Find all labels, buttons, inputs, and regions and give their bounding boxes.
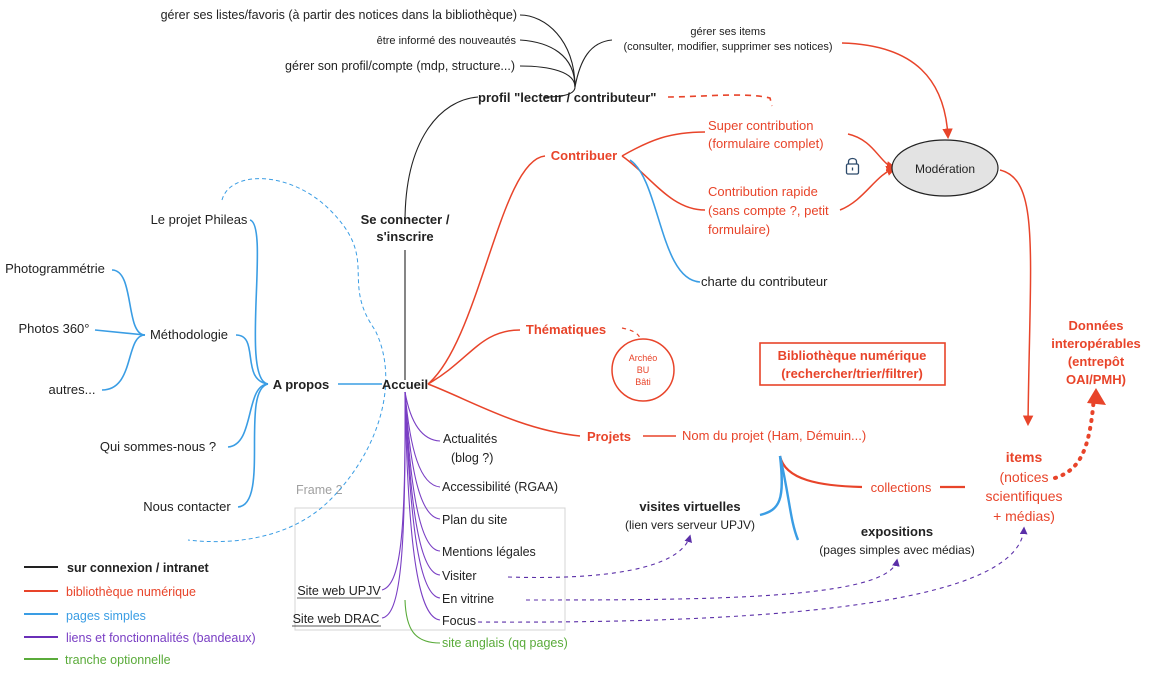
thematique-archeo[interactable]: Archéo — [629, 353, 658, 363]
pages-texts: Actualités (blog ?) Accessibilité (RGAA)… — [293, 432, 568, 650]
contact-dashed-link — [187, 178, 387, 543]
donnees-label-4[interactable]: OAI/PMH) — [1066, 372, 1126, 387]
contribution-rapide-2[interactable]: (sans compte ?, petit — [708, 203, 829, 218]
lock-icon — [845, 157, 860, 175]
thematique-bati[interactable]: Bâti — [635, 377, 651, 387]
items-label-1[interactable]: gérer ses items — [690, 26, 766, 38]
photos360-label[interactable]: Photos 360° — [19, 321, 90, 336]
focus-label[interactable]: Focus — [442, 614, 476, 628]
optional-link — [404, 599, 441, 644]
autres-label[interactable]: autres... — [49, 382, 96, 397]
super-contribution-2[interactable]: (formulaire complet) — [708, 136, 824, 151]
nom-projet-label[interactable]: Nom du projet (Ham, Démuin...) — [682, 428, 866, 443]
legend-liens: liens et fonctionnalités (bandeaux) — [66, 631, 256, 645]
mentions-legales-label[interactable]: Mentions légales — [442, 545, 536, 559]
thematique-bu[interactable]: BU — [637, 365, 650, 375]
thematiques-texts: Thématiques Archéo BU Bâti — [526, 322, 657, 387]
items-node-3[interactable]: scientifiques — [985, 488, 1062, 504]
en-vitrine-label[interactable]: En vitrine — [442, 592, 494, 606]
frame-2-title: Frame 2 — [296, 483, 343, 497]
bibliotheque-label-1[interactable]: Bibliothèque numérique — [778, 348, 927, 363]
legend-connexion: sur connexion / intranet — [67, 561, 210, 575]
frame-2-box — [294, 507, 566, 631]
contribution-rapide-1[interactable]: Contribution rapide — [708, 184, 818, 199]
projets-node[interactable]: Projets — [587, 429, 631, 444]
legend: sur connexion / intranet bibliothèque nu… — [24, 561, 256, 667]
actualites-label-1[interactable]: Actualités — [443, 432, 497, 446]
moderation-node[interactable] — [891, 139, 999, 197]
legend-pages: pages simples — [66, 609, 146, 623]
accueil-node[interactable]: Accueil — [382, 377, 428, 392]
donnees-label-1[interactable]: Données — [1069, 318, 1124, 333]
bibliotheque-box — [759, 342, 946, 386]
items-node-1[interactable]: items — [1006, 449, 1043, 465]
actualites-label-2[interactable]: (blog ?) — [451, 451, 493, 465]
bibliotheque-links — [427, 42, 1034, 489]
collections-label[interactable]: collections — [871, 480, 932, 495]
listes-label[interactable]: gérer ses listes/favoris (à partir des n… — [161, 8, 517, 22]
nous-contacter-label[interactable]: Nous contacter — [143, 499, 231, 514]
super-contribution-1[interactable]: Super contribution — [708, 118, 814, 133]
nouveautes-label[interactable]: être informé des nouveautés — [377, 35, 517, 47]
legend-bibliotheque: bibliothèque numérique — [66, 585, 196, 599]
profil-node[interactable]: profil "lecteur / contributeur" — [478, 90, 656, 105]
interop-dotted-link — [1053, 394, 1096, 480]
site-upjv-link[interactable]: Site web UPJV — [297, 584, 381, 598]
center-texts: Se connecter / s'inscrire Accueil — [361, 212, 450, 392]
visiter-label[interactable]: Visiter — [442, 569, 477, 583]
items-node-4[interactable]: + médias) — [993, 508, 1055, 524]
projet-phileas-label[interactable]: Le projet Phileas — [151, 212, 248, 227]
liens-links — [381, 391, 441, 621]
thematiques-dashed — [621, 327, 641, 339]
site-drac-link[interactable]: Site web DRAC — [293, 612, 380, 626]
top-texts: gérer ses listes/favoris (à partir des n… — [161, 8, 833, 105]
projets-texts: Projets Nom du projet (Ham, Démuin...) c… — [587, 428, 975, 557]
liens-dashed-links — [477, 526, 1028, 623]
methodologie-label[interactable]: Méthodologie — [150, 327, 228, 342]
pages-links — [94, 159, 800, 541]
visites-label-1[interactable]: visites virtuelles — [639, 499, 740, 514]
contribution-rapide-3[interactable]: formulaire) — [708, 222, 770, 237]
visites-label-2[interactable]: (lien vers serveur UPJV) — [625, 518, 755, 532]
apropos-texts: A propos Le projet Phileas Méthodologie … — [5, 212, 329, 514]
charte-label[interactable]: charte du contributeur — [701, 274, 828, 289]
thematiques-node[interactable]: Thématiques — [526, 322, 606, 337]
connect-label-1[interactable]: Se connecter / — [361, 212, 450, 227]
frame-link-underlines — [292, 597, 381, 627]
expositions-label-2[interactable]: (pages simples avec médias) — [819, 543, 974, 557]
profil-dashed-link — [667, 94, 773, 107]
moderation-label[interactable]: Modération — [915, 162, 975, 176]
interop-arrow-head — [1087, 388, 1106, 405]
plan-site-label[interactable]: Plan du site — [442, 513, 507, 527]
donnees-label-3[interactable]: (entrepôt — [1068, 354, 1125, 369]
bibliotheque-texts: Bibliothèque numérique (rechercher/trier… — [778, 318, 1141, 387]
thematiques-circle — [611, 338, 675, 402]
connexion-links — [404, 14, 613, 380]
accessibilite-label[interactable]: Accessibilité (RGAA) — [442, 480, 558, 494]
donnees-label-2[interactable]: interopérables — [1051, 336, 1141, 351]
legend-tranche: tranche optionnelle — [65, 653, 171, 667]
items-node-2[interactable]: (notices — [999, 469, 1048, 485]
connect-label-2[interactable]: s'inscrire — [376, 229, 433, 244]
apropos-node[interactable]: A propos — [273, 377, 330, 392]
expositions-label-1[interactable]: expositions — [861, 524, 933, 539]
profil-compte-label[interactable]: gérer son profil/compte (mdp, structure.… — [285, 59, 515, 73]
qui-sommes-nous-label[interactable]: Qui sommes-nous ? — [100, 439, 216, 454]
items-texts: items (notices scientifiques + médias) — [985, 449, 1062, 524]
bibliotheque-label-2[interactable]: (rechercher/trier/filtrer) — [781, 366, 923, 381]
photogrammetrie-label[interactable]: Photogrammétrie — [5, 261, 105, 276]
site-anglais-label[interactable]: site anglais (qq pages) — [442, 636, 568, 650]
contribuer-texts: Contribuer Super contribution (formulair… — [551, 118, 975, 289]
items-label-2[interactable]: (consulter, modifier, supprimer ses noti… — [623, 41, 832, 53]
contribuer-node[interactable]: Contribuer — [551, 148, 617, 163]
